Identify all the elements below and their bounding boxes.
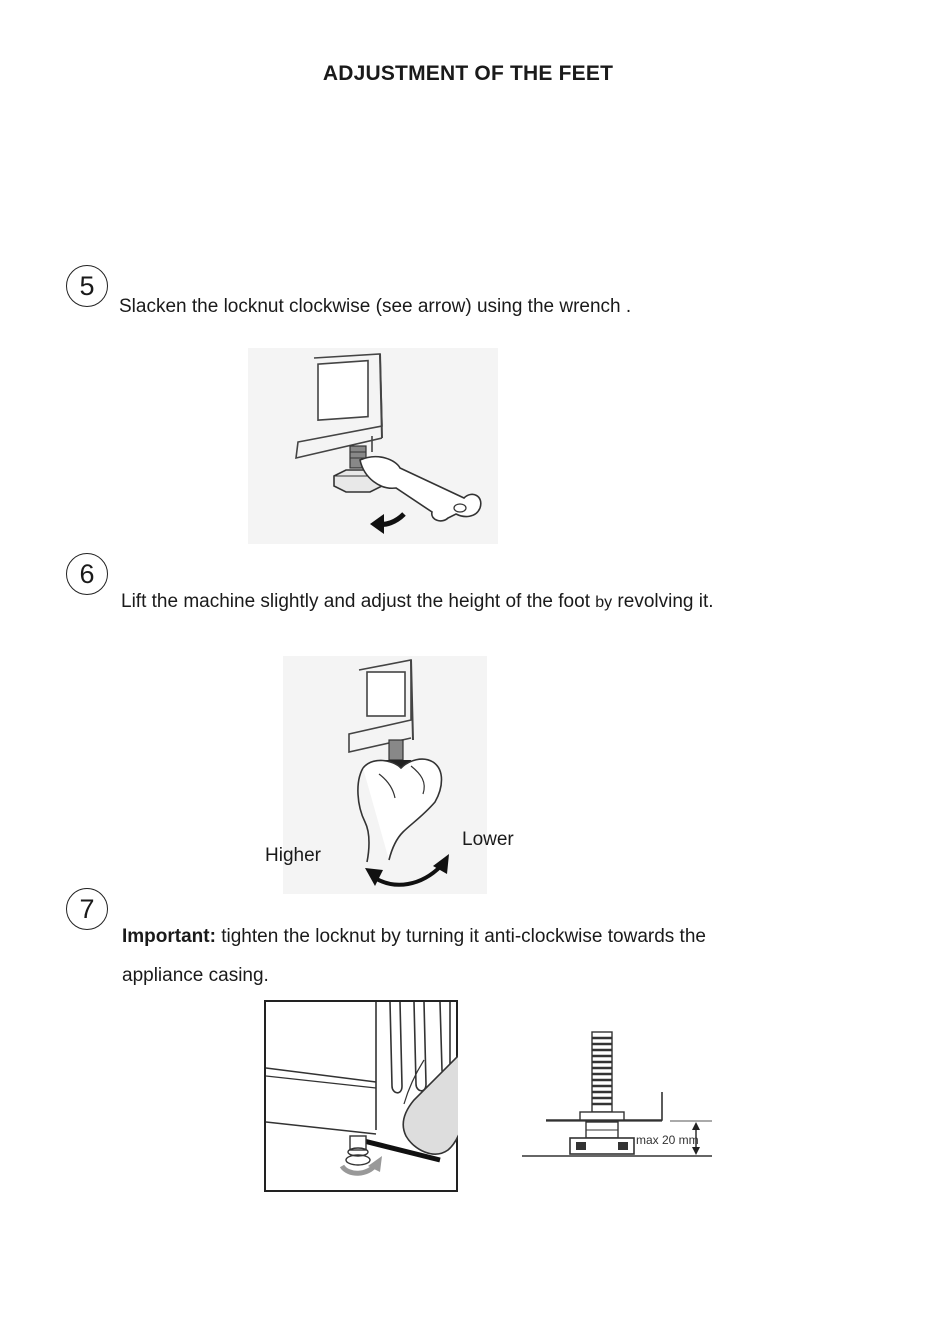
step-6-text-part2: revolving it.	[612, 591, 713, 612]
step-7-number: 7	[66, 888, 108, 930]
step-6-number: 6	[66, 553, 108, 595]
step-7-important: Important:	[122, 926, 216, 947]
wrench-locknut-illustration	[248, 348, 498, 544]
step-6-text-by: by	[595, 594, 612, 611]
step-5-text: Slacken the locknut clockwise (see arrow…	[119, 296, 631, 318]
lower-label: Lower	[462, 829, 514, 851]
step-7-text-part1: tighten the locknut by turning it anti-c…	[216, 926, 706, 947]
page-title: ADJUSTMENT OF THE FEET	[0, 62, 936, 86]
dimension-label: max 20 mm	[636, 1133, 699, 1147]
step-6-text: Lift the machine slightly and adjust the…	[121, 591, 714, 613]
step-7-text-line2: appliance casing.	[122, 965, 269, 987]
tighten-locknut-illustration	[264, 1000, 458, 1192]
foot-dimension-diagram: max 20 mm	[520, 1028, 740, 1162]
higher-label: Higher	[265, 845, 321, 867]
step-7-text-line1: Important: tighten the locknut by turnin…	[122, 926, 706, 948]
step-6-text-part1: Lift the machine slightly and adjust the…	[121, 591, 595, 612]
step-5-number: 5	[66, 265, 108, 307]
